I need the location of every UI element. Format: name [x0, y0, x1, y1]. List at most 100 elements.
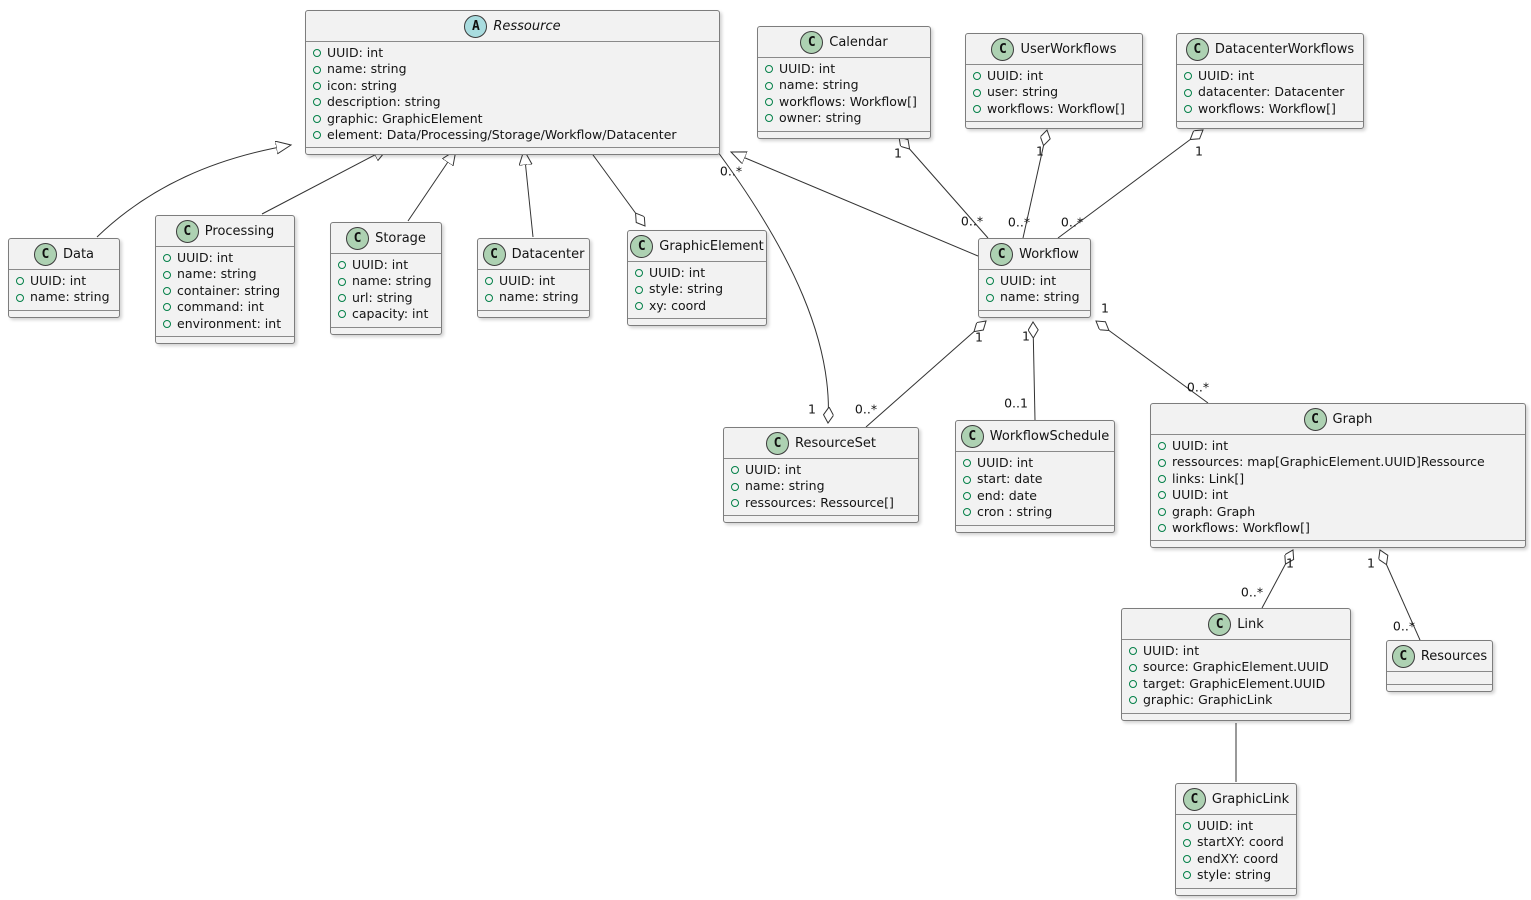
abstract-class-icon: A [464, 14, 488, 38]
attribute-text: UUID: int [1172, 438, 1229, 453]
attribute-row: UUID: int [986, 273, 1083, 289]
attribute-row: UUID: int [1158, 438, 1518, 454]
attribute-visibility-icon [163, 254, 171, 263]
class-icon: C [991, 37, 1015, 61]
class-title: GraphicLink [1211, 791, 1290, 807]
attribute-text: cron : string [977, 504, 1053, 520]
attribute-text: links: Link[] [1172, 470, 1245, 486]
attribute-row: style: string [1183, 867, 1289, 883]
attribute-visibility-icon [163, 287, 171, 296]
attribute-row: UUID: int [16, 273, 112, 289]
edge-aggregation-workflow-workflowschedule [1033, 322, 1035, 421]
attribute-text: workflows: Workflow[] [1172, 520, 1310, 536]
attribute-visibility-icon [1129, 663, 1137, 672]
attribute-visibility-icon [963, 459, 971, 468]
class-methods-compartment [724, 516, 918, 522]
multiplicity-label: 1 [1367, 555, 1375, 571]
attribute-text: graph: Graph [1172, 503, 1256, 519]
attribute-row: UUID: int [1183, 818, 1289, 834]
attribute-text: name: string [30, 289, 110, 305]
attribute-text: UUID: int [1143, 643, 1200, 658]
attribute-visibility-icon [313, 114, 321, 123]
class-methods-compartment [478, 311, 589, 317]
class-methods-compartment [1122, 714, 1350, 720]
multiplicity-label: 0..* [1392, 618, 1416, 634]
attribute-text: name: string [352, 273, 432, 289]
edge-aggregation-userworkflows-workflow [1022, 130, 1047, 239]
class-methods-compartment [758, 132, 930, 138]
attribute-text: endXY: coord [1197, 850, 1279, 866]
attribute-row: links: Link[] [1158, 471, 1518, 487]
class-methods-compartment [1176, 889, 1296, 895]
attribute-visibility-icon [963, 475, 971, 484]
attribute-row: start: date [963, 471, 1107, 487]
attribute-visibility-icon [1183, 822, 1191, 831]
multiplicity-label: 1 [1101, 300, 1109, 316]
attribute-visibility-icon [485, 277, 493, 286]
attribute-text: UUID: int [30, 273, 87, 288]
attribute-text: style: string [649, 281, 724, 297]
attribute-row: container: string [163, 283, 287, 299]
edge-aggregation-resourceset-ressource [711, 143, 828, 423]
class-title: Data [62, 246, 95, 262]
attribute-visibility-icon [1184, 105, 1192, 114]
class-title: GraphicElement [659, 238, 764, 254]
attribute-visibility-icon [1184, 88, 1192, 97]
multiplicity-label: 1 [1286, 555, 1294, 571]
class-icon: C [175, 219, 199, 243]
class-icon: C [1185, 37, 1209, 61]
class-icon: C [1303, 407, 1327, 431]
attribute-visibility-icon [485, 293, 493, 302]
attribute-row: UUID: int [765, 61, 923, 77]
attribute-visibility-icon [163, 319, 171, 328]
attribute-visibility-icon [986, 293, 994, 302]
class-title: Calendar [829, 34, 888, 50]
attribute-visibility-icon [1129, 696, 1137, 705]
attribute-text: workflows: Workflow[] [1198, 100, 1336, 116]
attribute-visibility-icon [163, 270, 171, 279]
attribute-row: UUID: int [1129, 643, 1343, 659]
attribute-text: start: date [977, 471, 1043, 487]
multiplicity-label: 0..* [1186, 379, 1210, 395]
attribute-text: name: string [779, 77, 859, 93]
attribute-text: UUID: int [1000, 273, 1057, 288]
multiplicity-label: 1 [1022, 328, 1030, 344]
class-methods-compartment [979, 311, 1090, 317]
attribute-visibility-icon [313, 131, 321, 140]
attribute-row: user: string [973, 84, 1135, 100]
class-methods-compartment [306, 148, 719, 154]
class-methods-compartment [156, 337, 294, 343]
attribute-row: name: string [16, 289, 112, 305]
attribute-visibility-icon [731, 499, 739, 508]
multiplicity-label: 0..* [1060, 214, 1084, 230]
attribute-visibility-icon [338, 277, 346, 286]
attribute-visibility-icon [1158, 524, 1166, 533]
multiplicity-label: 1 [1036, 143, 1044, 159]
class-icon: C [990, 242, 1014, 266]
attribute-visibility-icon [963, 492, 971, 501]
attribute-text: UUID: int [1172, 487, 1229, 503]
multiplicity-label: 0..* [1240, 584, 1264, 600]
attribute-row: UUID: int [338, 257, 434, 273]
